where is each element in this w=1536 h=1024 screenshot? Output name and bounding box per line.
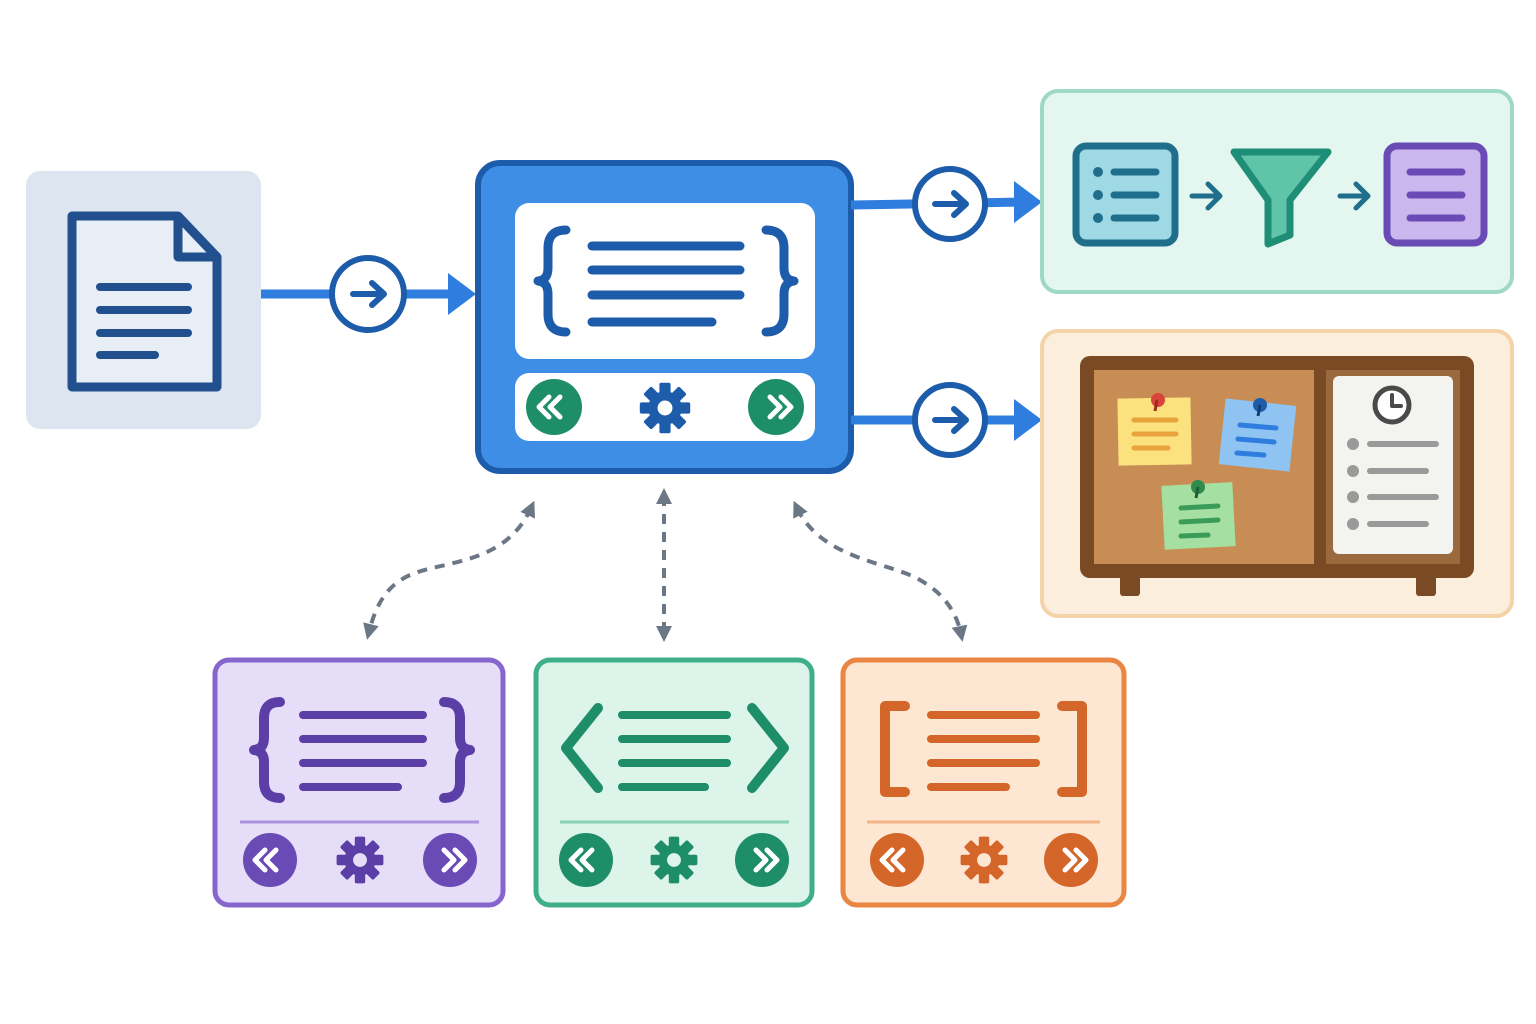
fast-forward-icon[interactable] — [735, 833, 789, 887]
corkboard-panel-node — [1040, 329, 1514, 618]
square-brackets-icon — [880, 701, 1087, 797]
purple-variant-panel-node — [212, 657, 506, 908]
edge-central-to-orange-variant — [793, 500, 968, 642]
funnel-icon — [1230, 148, 1332, 248]
source-document-node — [26, 171, 261, 429]
orange-variant-panel-node — [840, 657, 1127, 908]
rewind-icon[interactable] — [559, 833, 613, 887]
angle-brackets-icon — [561, 703, 789, 793]
sticky-note-icon — [1117, 393, 1192, 466]
gear-icon[interactable] — [650, 836, 698, 884]
checklist-icon — [1333, 376, 1453, 554]
rewind-icon[interactable] — [870, 833, 924, 887]
bulleted-list-icon — [1072, 142, 1179, 247]
fast-forward-icon[interactable] — [423, 833, 477, 887]
sticky-note-icon — [1161, 480, 1236, 550]
fast-forward-icon[interactable] — [1044, 833, 1098, 887]
document-icon — [67, 211, 222, 392]
curly-braces-icon — [533, 225, 799, 337]
gear-icon[interactable] — [336, 836, 384, 884]
green-variant-panel-node — [533, 657, 815, 908]
pipeline-arrow-icon — [1337, 181, 1371, 211]
gear-icon[interactable] — [960, 836, 1008, 884]
gear-icon[interactable] — [639, 382, 691, 434]
edge-central-to-list-pipeline — [850, 166, 1042, 242]
filtered-list-icon — [1383, 142, 1488, 247]
fast-forward-icon[interactable] — [748, 379, 804, 435]
central-processor-node — [475, 160, 854, 474]
sticky-note-icon — [1218, 398, 1297, 472]
rewind-icon[interactable] — [526, 379, 582, 435]
edge-central-to-corkboard — [851, 382, 1042, 458]
curly-braces-icon — [249, 697, 475, 803]
edge-source-to-central — [261, 255, 476, 333]
list-filter-pipeline-node — [1040, 89, 1514, 294]
edge-central-to-purple-variant — [363, 500, 535, 640]
clock-icon — [1372, 385, 1412, 425]
rewind-icon[interactable] — [243, 833, 297, 887]
pipeline-arrow-icon — [1189, 181, 1223, 211]
